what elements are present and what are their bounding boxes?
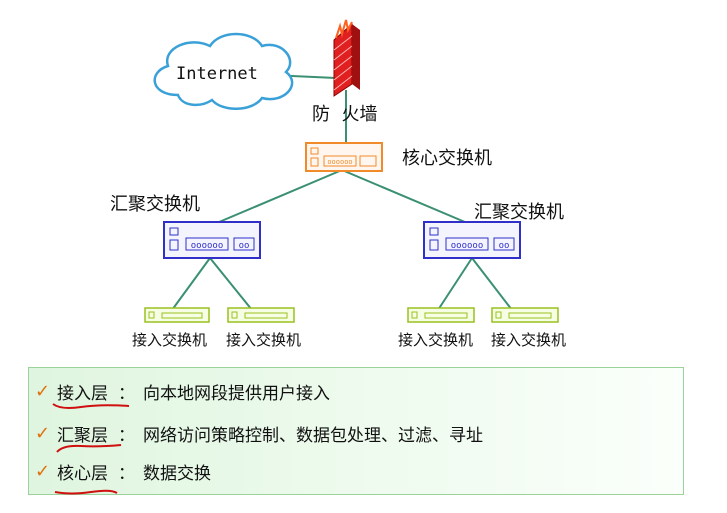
access-switch-4-label: 接入交换机 (491, 331, 567, 349)
checkmark-icon: ✓ (35, 380, 51, 402)
legend-row-aggregation: ✓ 汇聚层 ： 网络访问策略控制、数据包处理、过滤、寻址 (35, 418, 483, 453)
svg-text:oooooo: oooooo (451, 241, 484, 251)
agg-switch-right-icon: oooooo oo (423, 221, 521, 259)
link-agg-right-access-3 (437, 257, 473, 311)
legend-term-text: 核心层 (57, 463, 108, 484)
red-underline-mark (54, 489, 118, 494)
legend-separator: ： (118, 383, 135, 404)
access-switch-1-label: 接入交换机 (132, 331, 208, 349)
red-underline-mark (56, 443, 122, 453)
legend-desc: 向本地网段提供用户接入 (143, 383, 330, 404)
svg-text:oo: oo (239, 241, 250, 251)
link-agg-left-access-1 (171, 257, 211, 311)
agg-switch-left-icon: oooooo oo (163, 221, 261, 259)
agg-switch-right-label: 汇聚交换机 (474, 202, 564, 223)
red-underline-mark (52, 402, 130, 409)
core-switch-label: 核心交换机 (402, 148, 492, 169)
legend-row-access: ✓ 接入层 ： 向本地网段提供用户接入 (35, 376, 330, 409)
access-switch-2-label: 接入交换机 (226, 331, 302, 349)
legend-term: 汇聚层 (56, 421, 122, 453)
link-agg-left-access-2 (209, 257, 253, 311)
agg-switch-left-label: 汇聚交换机 (110, 194, 200, 215)
link-core-agg-right (341, 169, 473, 226)
link-agg-right-access-4 (471, 257, 513, 311)
legend-row-core: ✓ 核心层 ： 数据交换 (35, 456, 211, 494)
links (171, 74, 513, 311)
link-core-agg-left (211, 169, 343, 226)
svg-text:oooooo: oooooo (191, 241, 224, 251)
core-switch-icon: oooooo (305, 142, 383, 172)
access-switch-3-label: 接入交换机 (398, 331, 474, 349)
legend-term: 接入层 (52, 379, 130, 409)
firewall-icon (333, 19, 360, 97)
firewall-label: 防 火墙 (312, 104, 378, 125)
legend-separator: ： (118, 463, 135, 484)
checkmark-icon: ✓ (35, 460, 51, 482)
internet-label: Internet (176, 64, 258, 84)
access-switch-2-icon (227, 307, 295, 323)
internet-cloud-icon (153, 32, 294, 110)
legend-desc: 网络访问策略控制、数据包处理、过滤、寻址 (143, 425, 483, 446)
legend-term: 核心层 (54, 459, 118, 494)
access-switch-1-icon (144, 307, 210, 323)
access-switch-3-icon (407, 307, 475, 323)
legend-term-text: 汇聚层 (57, 425, 108, 446)
svg-text:oooooo: oooooo (327, 158, 352, 166)
legend-desc: 数据交换 (143, 463, 211, 484)
legend-term-text: 接入层 (57, 383, 108, 404)
layer-description-box: ✓ 接入层 ： 向本地网段提供用户接入 ✓ 汇聚层 ： 网络访问策略控制、数据包… (28, 367, 684, 495)
access-switch-4-icon (491, 307, 559, 323)
checkmark-icon: ✓ (35, 422, 51, 444)
legend-separator: ： (118, 425, 135, 446)
svg-text:oo: oo (499, 241, 510, 251)
